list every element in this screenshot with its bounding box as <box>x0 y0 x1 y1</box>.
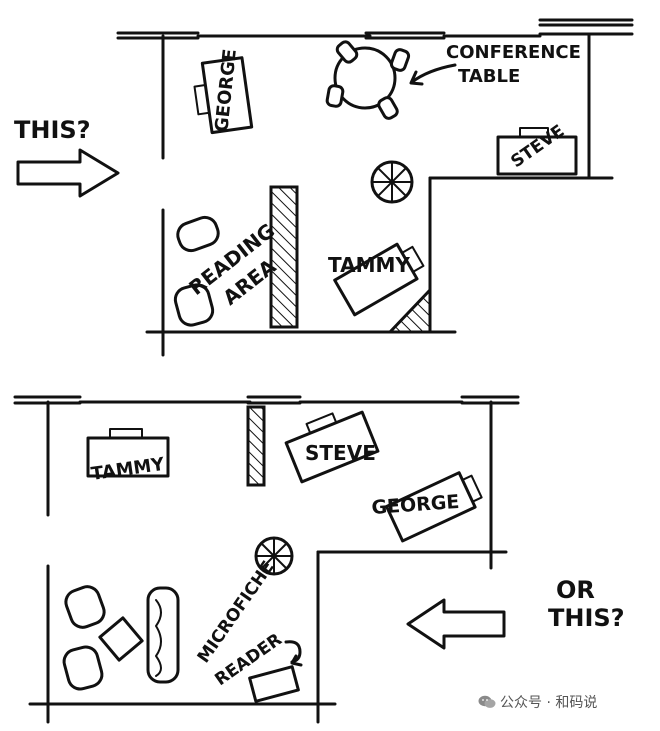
tammy-desk-bottom: TAMMY <box>86 428 170 485</box>
question-bottom-label-1: OR <box>556 576 595 604</box>
plant-icon-bottom <box>254 536 294 576</box>
reading-area-chairs <box>173 215 220 327</box>
steve-desk-bottom <box>284 410 380 484</box>
george-desk-bottom <box>385 471 483 543</box>
conference-label-1: CONFERENCE <box>446 42 581 63</box>
bottom-floor-plan: TAMMY STEVE GEORGE <box>13 395 625 724</box>
top-partition <box>269 185 299 329</box>
bottom-partition <box>246 405 266 487</box>
microfiche-reader <box>248 640 303 703</box>
arrow-left-icon <box>406 598 506 650</box>
lounge-furniture <box>62 585 180 691</box>
steve-label-bottom: STEVE <box>305 441 376 465</box>
arrow-right-icon <box>16 148 120 198</box>
tammy-label-top: TAMMY <box>328 253 410 277</box>
question-bottom-label-2: THIS? <box>548 604 625 632</box>
bottom-walls <box>13 395 520 724</box>
conference-label-2: TABLE <box>458 66 520 87</box>
top-floor-plan: THIS? GEORGE CONFERENCE TABLE STEVE <box>14 18 634 357</box>
watermark: 公众号 · 和码说 <box>478 692 597 712</box>
george-desk-top: GEORGE <box>193 48 254 135</box>
watermark-text: 公众号 · 和码说 <box>500 695 598 711</box>
conference-table: CONFERENCE TABLE <box>325 40 581 120</box>
plant-icon-top <box>370 160 414 204</box>
tammy-desk-top <box>333 242 425 317</box>
steve-desk-top: STEVE <box>496 121 578 176</box>
top-corner-hatch <box>386 286 432 334</box>
wechat-icon <box>478 695 496 708</box>
question-top-label: THIS? <box>14 116 91 144</box>
